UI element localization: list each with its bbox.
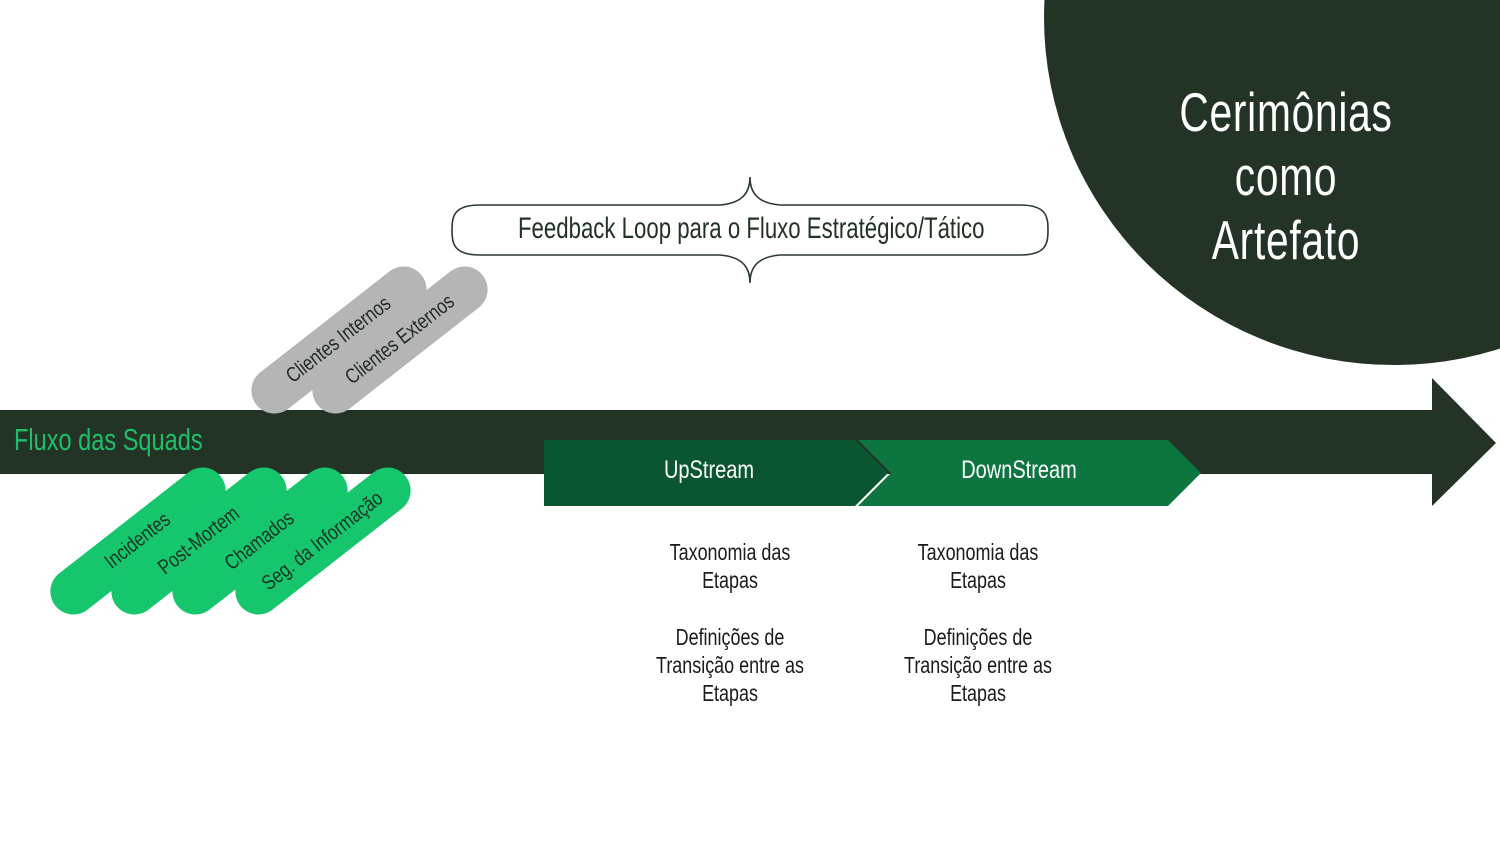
downstream-chevron [858, 440, 1201, 506]
main-flow-label: Fluxo das Squads [14, 422, 203, 457]
feedback-brace [451, 176, 1049, 284]
upstream-transition-line: Transição entre as [656, 652, 804, 678]
stage-chevrons [544, 440, 1201, 506]
upstream-taxonomy: Taxonomia das Etapas [669, 539, 791, 593]
upstream-chevron [544, 440, 888, 506]
downstream-transition-line: Transição entre as [904, 652, 1052, 678]
slide-title: Cerimônias como Artefato [1178, 80, 1394, 272]
downstream-taxonomy: Taxonomia das Etapas [917, 539, 1039, 593]
feedback-loop-label: Feedback Loop para o Fluxo Estratégico/T… [518, 212, 985, 245]
upstream-transition-line: Definições de [675, 624, 785, 650]
title-line-1: Cerimônias [1179, 81, 1393, 143]
upstream-label: UpStream [663, 456, 755, 484]
downstream-transition-line: Definições de [923, 624, 1033, 650]
downstream-transition-line: Etapas [950, 680, 1006, 706]
title-line-2: como Artefato [1211, 145, 1361, 271]
downstream-description: Taxonomia das Etapas Definições de Trans… [888, 538, 1067, 707]
upstream-transition-line: Etapas [702, 680, 758, 706]
downstream-label: DownStream [961, 456, 1077, 484]
upstream-description: Taxonomia das Etapas Definições de Trans… [640, 538, 819, 707]
